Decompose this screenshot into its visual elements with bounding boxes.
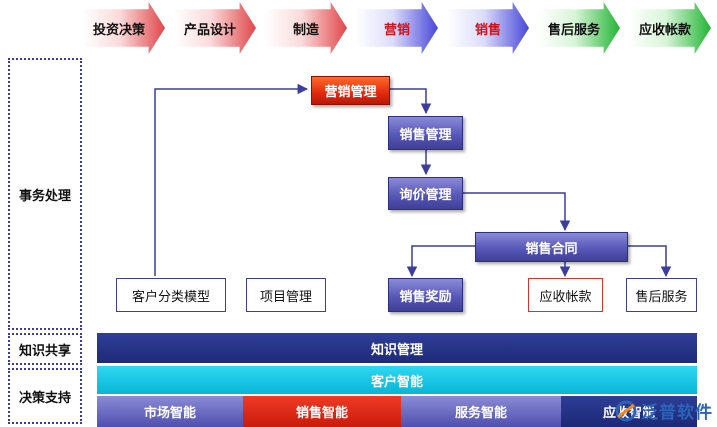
band-intelligence-row: 市场智能 销售智能 服务智能 应收智能 (97, 396, 697, 427)
category-transaction-processing: 事务处理 (8, 58, 82, 330)
contract-to-sales-reward-arrow (406, 245, 475, 278)
band-sales-intelligence: 销售智能 (243, 396, 401, 427)
brand-logo-icon (615, 400, 637, 421)
marketing-to-sales-mgmt-arrow (390, 88, 432, 115)
band-market-intelligence: 市场智能 (97, 396, 243, 427)
node-accounts-receivable: 应收帐款 (528, 278, 603, 312)
process-step-sales: 销售 (447, 2, 529, 54)
band-service-intelligence: 服务智能 (401, 396, 561, 427)
node-sales-management: 销售管理 (388, 116, 463, 150)
process-step-investment-decision: 投资决策 (83, 2, 165, 54)
node-sales-contract: 销售合同 (475, 232, 628, 262)
band-knowledge-management: 知识管理 (97, 333, 697, 363)
process-step-after-sales: 售后服务 (538, 2, 620, 54)
brand-watermark: 泛普软件 (614, 398, 713, 423)
node-inquiry-management: 询价管理 (388, 177, 463, 210)
category-knowledge-sharing: 知识共享 (8, 333, 82, 365)
node-sales-reward: 销售奖励 (388, 278, 463, 312)
node-project-management: 项目管理 (246, 278, 326, 312)
process-step-receivables: 应收帐款 (629, 2, 711, 54)
contract-to-after-sales-arrow (628, 245, 672, 278)
process-step-manufacturing: 制造 (265, 2, 347, 54)
process-step-product-design: 产品设计 (174, 2, 256, 54)
process-step-marketing: 营销 (356, 2, 438, 54)
band-customer-intelligence: 客户智能 (97, 366, 697, 394)
node-customer-classification-model: 客户分类模型 (116, 278, 226, 312)
inquiry-to-contract-arrow (463, 192, 571, 232)
node-marketing-management: 营销管理 (311, 76, 390, 105)
customer-model-to-marketing-arrow (154, 83, 309, 276)
category-decision-support: 决策支持 (8, 368, 82, 424)
node-after-sales-service: 售后服务 (626, 278, 697, 312)
